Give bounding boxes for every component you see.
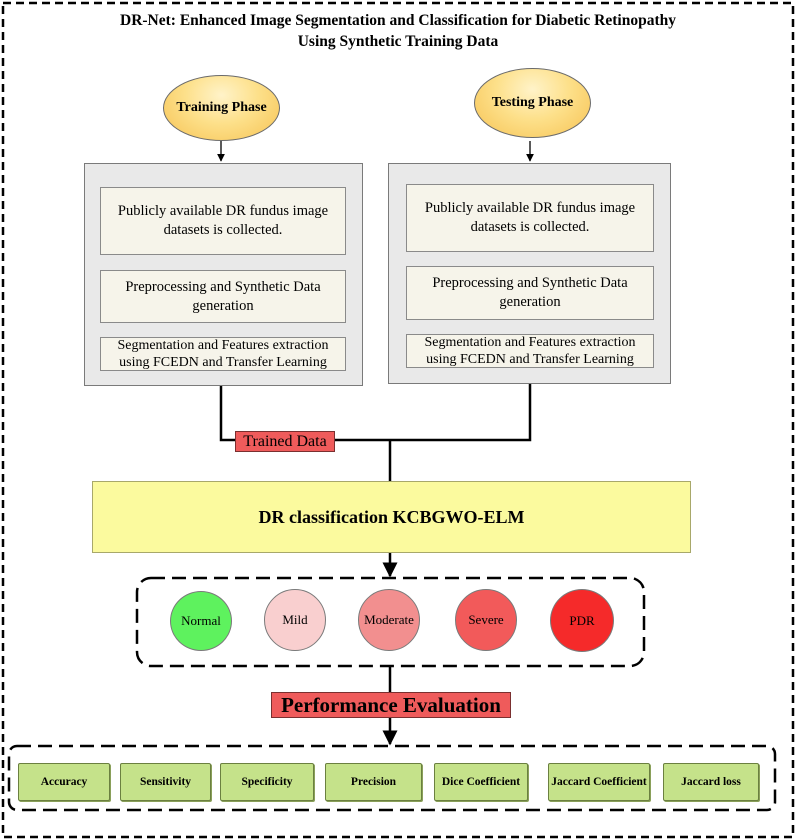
metric-jaccard-coefficient: Jaccard Coefficient	[548, 763, 650, 801]
training-phase-label: Training Phase	[176, 100, 267, 115]
metric-sensitivity: Sensitivity	[120, 763, 211, 801]
title-line-1: DR-Net: Enhanced Image Segmentation and …	[120, 12, 676, 29]
performance-evaluation-label: Performance Evaluation	[271, 692, 511, 718]
training-step-segmentation: Segmentation and Features extraction usi…	[100, 337, 346, 371]
testing-step-segmentation-label: Segmentation and Features extraction usi…	[424, 335, 636, 367]
training-step-preprocessing: Preprocessing and Synthetic Data generat…	[100, 270, 346, 323]
training-phase-ellipse: Training Phase	[163, 75, 280, 141]
metric-dice-coefficient: Dice Coefficient	[434, 763, 528, 801]
trained-data-label: Trained Data	[235, 431, 335, 452]
training-step-segmentation-label: Segmentation and Features extraction usi…	[117, 338, 329, 370]
testing-step-dataset: Publicly available DR fundus image datas…	[406, 184, 654, 252]
metric-jaccard-loss: Jaccard loss	[663, 763, 759, 801]
testing-step-segmentation: Segmentation and Features extraction usi…	[406, 334, 654, 368]
title-line-2: Using Synthetic Training Data	[297, 33, 499, 50]
metric-accuracy: Accuracy	[18, 763, 110, 801]
merge-line	[219, 384, 532, 442]
class-moderate: Moderate	[358, 589, 420, 651]
testing-step-preprocessing: Preprocessing and Synthetic Data generat…	[406, 266, 654, 320]
class-normal: Normal	[170, 591, 232, 651]
testing-phase-ellipse: Testing Phase	[474, 68, 591, 138]
training-step-dataset: Publicly available DR fundus image datas…	[100, 187, 346, 255]
class-mild: Mild	[264, 589, 326, 651]
classification-box: DR classification KCBGWO-ELM	[92, 481, 691, 553]
metrics-frame	[7, 744, 777, 812]
metric-precision: Precision	[325, 763, 422, 801]
class-pdr: PDR	[550, 589, 614, 652]
class-severe: Severe	[455, 589, 517, 651]
metric-specificity: Specificity	[220, 763, 314, 801]
testing-phase-label: Testing Phase	[491, 95, 574, 110]
diagram-title: DR-Net: Enhanced Image Segmentation and …	[40, 10, 756, 52]
